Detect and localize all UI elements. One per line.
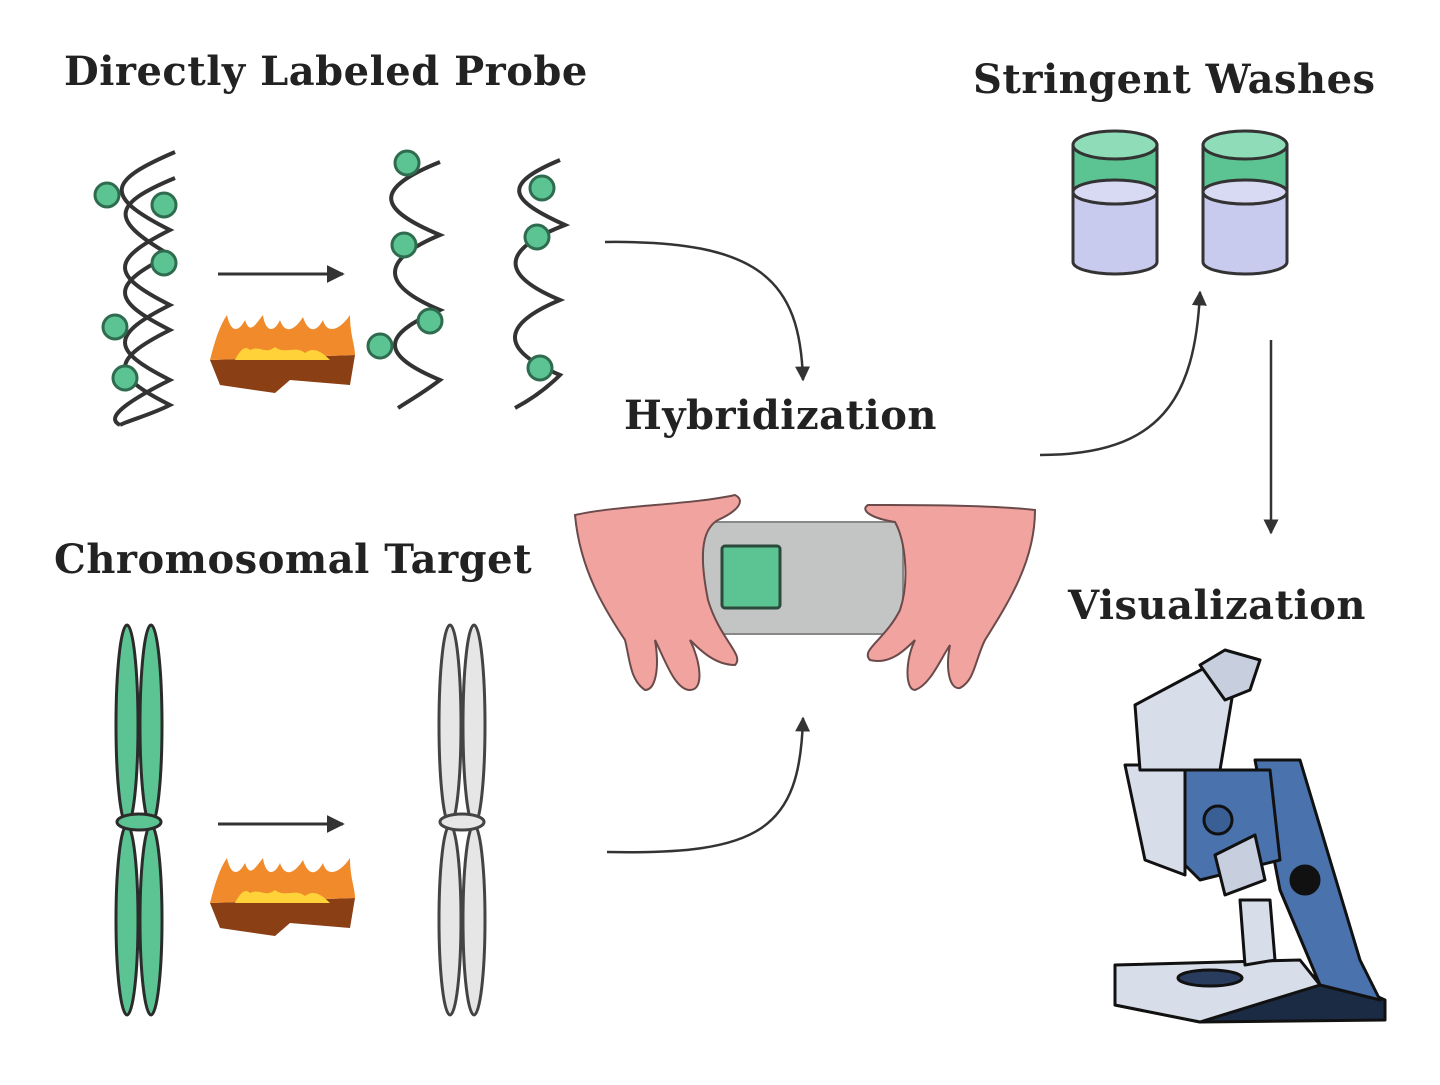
hands-holding-slide-icon xyxy=(573,493,1037,692)
chromosome-labeled-icon xyxy=(114,623,164,1017)
microscope-icon xyxy=(1113,648,1387,1024)
fire-icon xyxy=(210,858,355,936)
single-strand-probe-icon xyxy=(513,158,571,410)
wash-beaker-icon xyxy=(1201,129,1289,276)
title-hybridization: Hybridization xyxy=(624,392,938,439)
chromosome-denatured-icon xyxy=(437,623,487,1017)
title-chromosomal-target: Chromosomal Target xyxy=(54,536,533,583)
title-directly-labeled-probe: Directly Labeled Probe xyxy=(64,48,588,95)
title-visualization: Visualization xyxy=(1068,582,1367,629)
title-stringent-washes: Stringent Washes xyxy=(973,56,1376,103)
double-stranded-probe-icon xyxy=(93,150,178,427)
fire-icon xyxy=(210,315,355,393)
single-strand-probe-icon xyxy=(366,149,446,410)
arrow-target-to-hybridization xyxy=(606,716,811,854)
arrow-probe-to-hybridization xyxy=(604,240,811,382)
arrow-hybridization-to-washes xyxy=(1039,290,1207,457)
wash-beaker-icon xyxy=(1071,129,1159,276)
